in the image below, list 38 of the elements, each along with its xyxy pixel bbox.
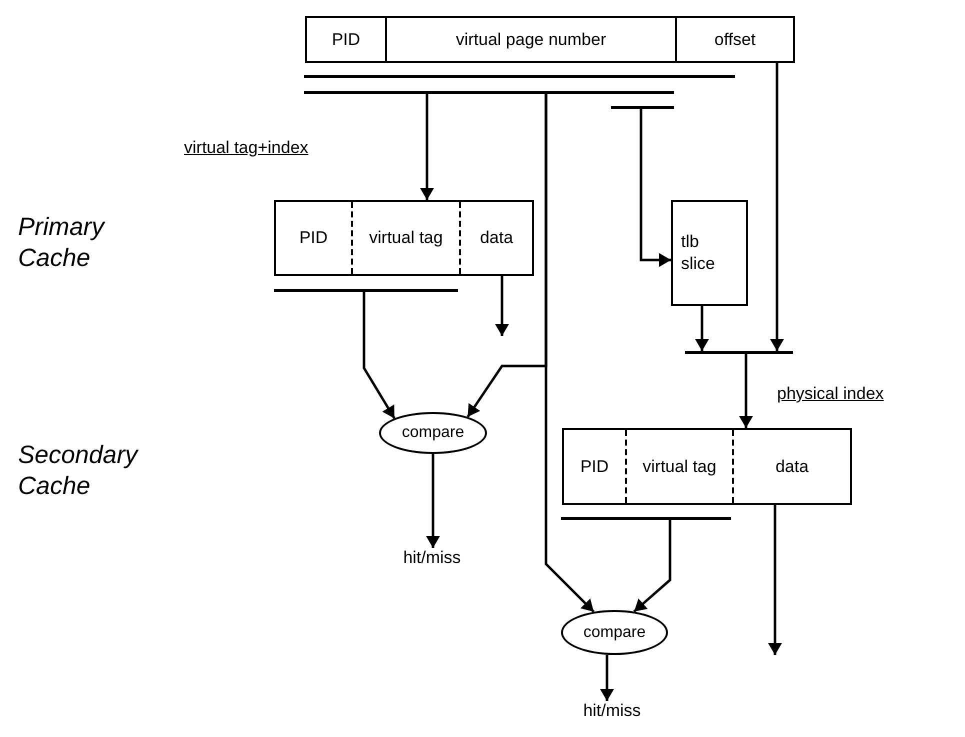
- field-label: data: [774, 456, 810, 476]
- bus-bar: [685, 351, 793, 354]
- field-label: virtual tag: [368, 228, 444, 248]
- cache-entry-box: [274, 200, 534, 276]
- arrow: [770, 63, 784, 351]
- field-label: PID: [298, 228, 329, 248]
- section-label: Secondary Cache: [18, 440, 140, 502]
- arrow: [600, 655, 614, 701]
- arrow: [640, 109, 671, 267]
- arrow: [362, 292, 396, 419]
- field-label: PID: [330, 30, 362, 50]
- field-label: offset: [713, 30, 757, 50]
- cache-entry-box: [562, 428, 852, 505]
- bus-bar: [274, 289, 458, 292]
- bus-bar: [561, 517, 731, 520]
- arrow: [739, 354, 753, 428]
- arrow: [420, 94, 434, 200]
- section-label: Primary Cache: [18, 212, 106, 274]
- field-label: data: [478, 228, 514, 248]
- arrow: [426, 454, 440, 548]
- output-label: hit/miss: [560, 701, 664, 723]
- bus-label: physical index: [777, 384, 885, 404]
- address-register: [305, 16, 795, 63]
- output-label: hit/miss: [380, 548, 484, 570]
- arrow: [768, 505, 782, 655]
- compare-ellipse: compare: [561, 610, 668, 655]
- field-label: virtual page number: [454, 30, 608, 50]
- tlb-box: tlb slice: [671, 200, 748, 306]
- arrow: [695, 306, 709, 351]
- field-label: PID: [579, 456, 610, 476]
- compare-ellipse: compare: [379, 412, 487, 454]
- field-label: virtual tag: [642, 456, 718, 476]
- arrow: [495, 276, 509, 336]
- arrow: [544, 94, 595, 613]
- bus-bar: [304, 91, 674, 94]
- bus-label: virtual tag+index: [184, 138, 310, 158]
- arrow: [633, 520, 672, 612]
- bus-bar: [611, 106, 674, 109]
